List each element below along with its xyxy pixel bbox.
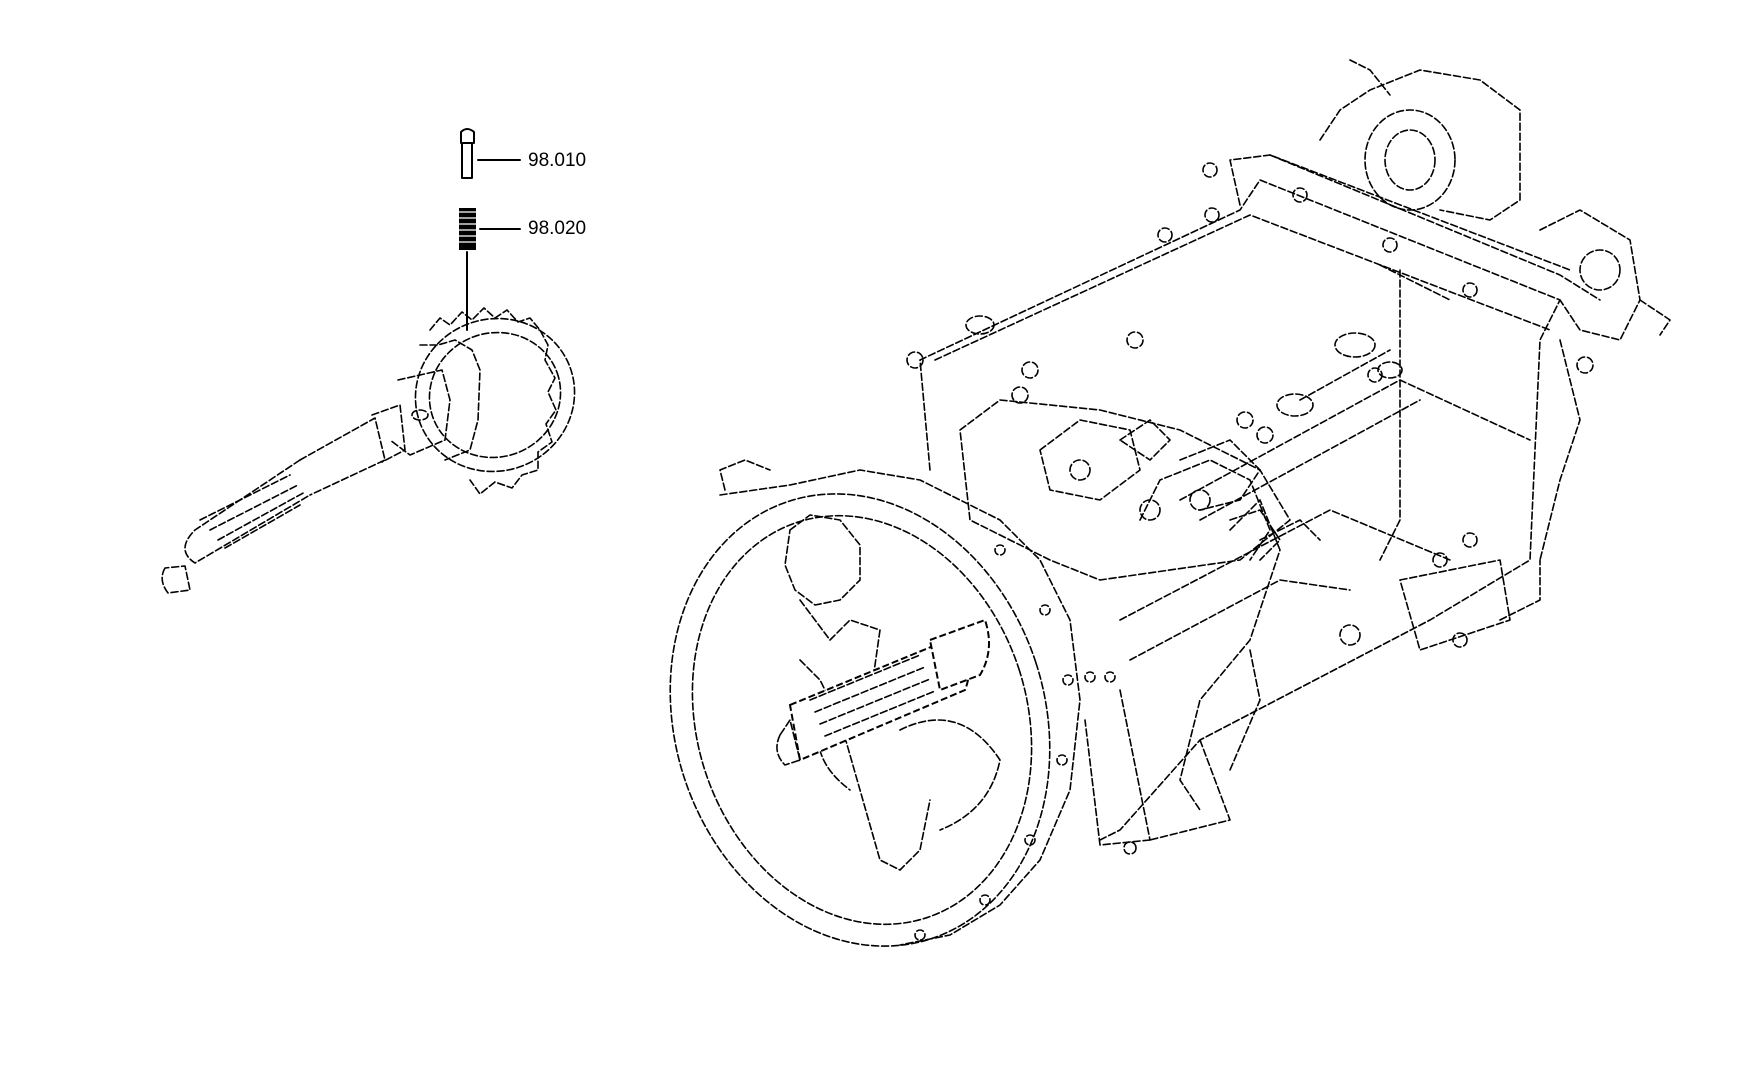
pin-part — [460, 128, 521, 179]
bell-housing — [669, 459, 1116, 947]
output-shaft — [776, 618, 990, 766]
gearbox-body — [919, 154, 1601, 846]
cover-bolts — [906, 162, 1478, 855]
callout-98-010: 98.010 — [528, 150, 587, 171]
shaft-gear-part — [161, 307, 576, 594]
shift-housing — [959, 399, 1321, 811]
clutch-internals — [784, 514, 1001, 871]
callout-98-020: 98.020 — [528, 218, 587, 239]
rear-housing — [1319, 59, 1671, 651]
